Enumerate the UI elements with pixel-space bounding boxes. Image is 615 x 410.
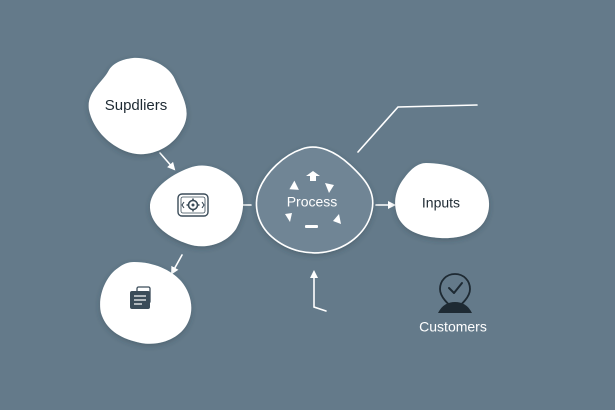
- location-person-check-icon: [438, 273, 472, 313]
- process-blob: [255, 146, 374, 254]
- document-stack-icon: [130, 286, 151, 309]
- node-process: Process: [255, 146, 374, 254]
- connector-bottom-to-process: [310, 270, 327, 312]
- node-processor: [149, 165, 244, 247]
- process-label: Process: [287, 194, 338, 210]
- connector-suppliers-to-processor: [159, 152, 176, 171]
- connectors: [159, 104, 478, 312]
- suppliers-blob: [88, 57, 187, 155]
- customers-label: Customers: [419, 319, 487, 335]
- gear-in-screen-icon: [177, 193, 209, 217]
- processor-blob: [149, 165, 244, 247]
- inputs-label: Inputs: [422, 195, 460, 211]
- connector-processor-to-document: [171, 254, 183, 275]
- inputs-blob: [395, 163, 490, 239]
- node-customers: Customers: [419, 273, 487, 335]
- connector-process-to-top: [357, 104, 478, 153]
- circular-arrows-icon: [285, 171, 341, 228]
- node-document: [100, 262, 192, 344]
- node-suppliers: Supdliers: [88, 57, 187, 155]
- suppliers-label: Supdliers: [105, 97, 168, 114]
- node-inputs: Inputs: [395, 163, 490, 239]
